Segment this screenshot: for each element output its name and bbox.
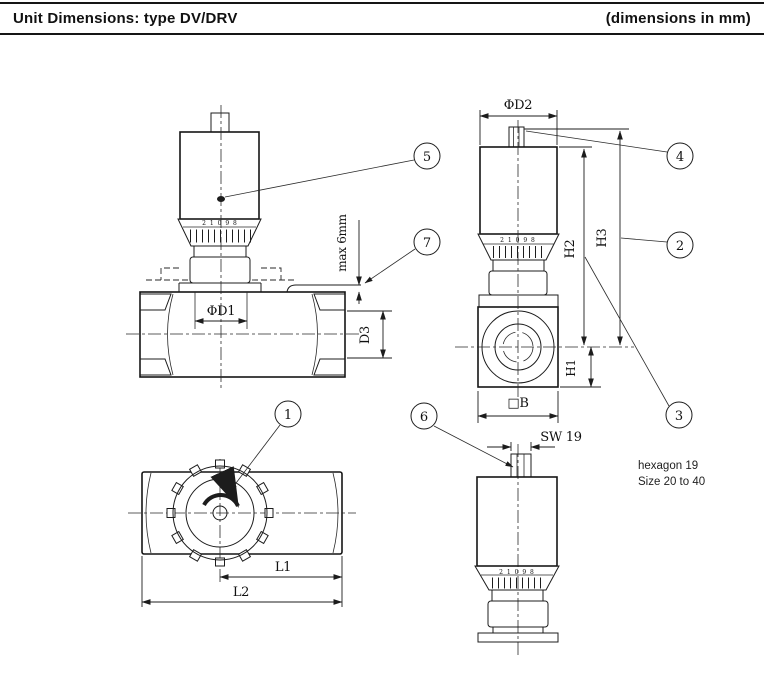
dimension-d3: D3: [347, 310, 392, 359]
units-note: (dimensions in mm): [605, 10, 751, 27]
front-view: ΦD1 D3 max 6mm 2 1 0 9 8 5: [126, 105, 441, 391]
svg-text:6: 6: [420, 410, 428, 425]
page-title: Unit Dimensions: type DV/DRV: [13, 10, 238, 27]
knob-detail-linework: [474, 444, 560, 655]
dimension-l1: L1: [219, 556, 343, 582]
svg-text:1: 1: [284, 408, 292, 423]
header: Unit Dimensions: type DV/DRV (dimensions…: [0, 2, 764, 35]
dimension-max6: max 6mm: [335, 213, 362, 304]
dimension-h1: H1: [564, 346, 594, 388]
dimension-h3: H3: [595, 130, 623, 346]
dimension-b: □B: [477, 391, 559, 423]
dial-scale-side: 2 1 0 9 8: [500, 237, 536, 244]
front-view-linework: [126, 105, 361, 391]
note-size: Size 20 to 40: [638, 476, 705, 488]
side-view-linework: [455, 110, 634, 397]
dim-label-sw: SW 19: [540, 430, 581, 445]
balloon-2: 2: [620, 231, 694, 259]
dim-label-h1: H1: [564, 359, 578, 377]
balloon-3: 3: [584, 256, 693, 429]
balloon-7: 7: [364, 228, 441, 284]
top-view: L1 L2 1: [128, 400, 356, 607]
balloon-5: 5: [217, 142, 441, 202]
balloon-6: 6: [410, 402, 514, 468]
dimension-d1: ΦD1: [194, 304, 248, 324]
dimension-l2: L2: [141, 556, 343, 607]
dim-label-d3: D3: [358, 326, 373, 344]
dim-label-h3: H3: [595, 228, 610, 247]
dim-label-d1: ΦD1: [207, 304, 235, 319]
note-hexagon: hexagon 19: [638, 460, 698, 472]
top-view-linework: [128, 459, 356, 582]
svg-text:2: 2: [676, 239, 684, 254]
svg-text:5: 5: [423, 150, 431, 165]
svg-text:4: 4: [676, 150, 684, 165]
balloon-4: 4: [525, 130, 694, 170]
dim-label-b: □B: [507, 396, 528, 411]
dial-scale-knob: 2 1 0 9 8: [499, 569, 535, 576]
dim-label-l1: L1: [275, 560, 291, 575]
dial-scale-front: 2 1 0 9 8: [202, 220, 238, 227]
technical-drawing: ΦD1 D3 max 6mm 2 1 0 9 8 5: [126, 98, 705, 655]
dim-label-l2: L2: [233, 585, 249, 600]
dim-label-max6: max 6mm: [335, 213, 349, 271]
balloon-1: 1: [229, 400, 302, 492]
dim-label-h2: H2: [563, 239, 578, 258]
dimension-sw: SW 19: [487, 430, 582, 451]
knob-detail-view: SW 19 2 1 0 9 8 6 hexagon 19 Size 20 to …: [410, 402, 705, 655]
knob-teeth: [166, 459, 274, 567]
svg-text:7: 7: [423, 236, 431, 251]
dimension-h2: H2: [563, 148, 587, 346]
dimension-d2: ΦD2: [479, 98, 558, 119]
dim-label-d2: ΦD2: [504, 98, 532, 113]
svg-text:3: 3: [675, 409, 683, 424]
side-view: ΦD2 H2 H3 H1 □B 2: [455, 98, 694, 429]
